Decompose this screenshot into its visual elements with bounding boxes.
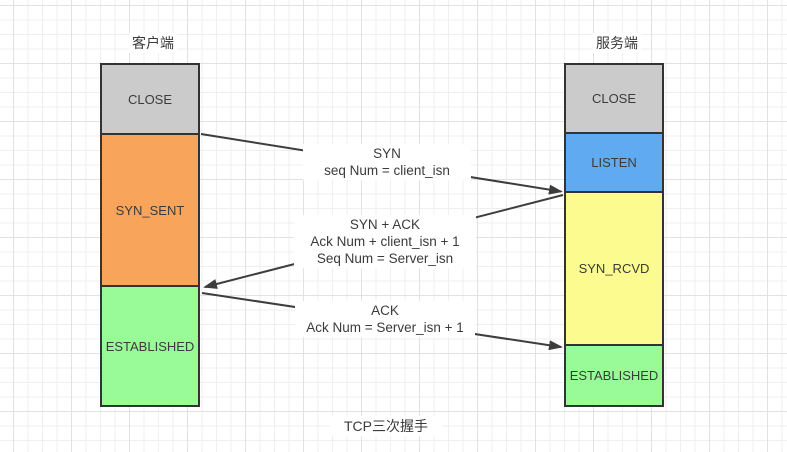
- syn-ack-message-line1: SYN + ACK: [349, 217, 421, 232]
- server-state-close: CLOSE: [564, 63, 664, 134]
- server-state-bar: CLOSE LISTEN SYN_RCVD ESTABLISHED: [564, 63, 664, 407]
- client-state-syn-sent: SYN_SENT: [100, 133, 200, 287]
- syn-ack-message-line3: Seq Num = Server_isn: [316, 251, 454, 266]
- syn-ack-message-line2: Ack Num + client_isn + 1: [310, 234, 460, 249]
- server-state-listen-label: LISTEN: [591, 155, 637, 170]
- syn-message-label: SYN seq Num = client_isn: [303, 144, 471, 180]
- client-state-close: CLOSE: [100, 63, 200, 135]
- server-state-established-label: ESTABLISHED: [569, 368, 659, 383]
- ack-message-line1: ACK: [371, 303, 399, 318]
- client-state-close-label: CLOSE: [127, 91, 173, 107]
- client-state-bar: CLOSE SYN_SENT ESTABLISHED: [100, 63, 200, 407]
- syn-message-line2: seq Num = client_isn: [324, 163, 450, 178]
- server-state-syn-rcvd: SYN_RCVD: [564, 191, 664, 346]
- server-state-listen: LISTEN: [564, 132, 664, 193]
- syn-message-line1: SYN: [373, 146, 401, 161]
- server-column-title: 服务端: [593, 33, 641, 53]
- server-state-established: ESTABLISHED: [564, 344, 664, 407]
- ack-message-line2: Ack Num = Server_isn + 1: [306, 320, 464, 335]
- server-state-syn-rcvd-label: SYN_RCVD: [578, 261, 650, 276]
- syn-ack-message-label: SYN + ACK Ack Num + client_isn + 1 Seq N…: [294, 215, 476, 268]
- client-state-established: ESTABLISHED: [100, 285, 200, 407]
- diagram-title: TCP三次握手: [330, 416, 442, 436]
- client-state-syn-sent-label: SYN_SENT: [115, 202, 185, 218]
- client-column-title: 客户端: [129, 33, 177, 53]
- client-state-established-label: ESTABLISHED: [105, 338, 195, 354]
- server-state-close-label: CLOSE: [591, 91, 637, 106]
- ack-message-label: ACK Ack Num = Server_isn + 1: [295, 301, 475, 337]
